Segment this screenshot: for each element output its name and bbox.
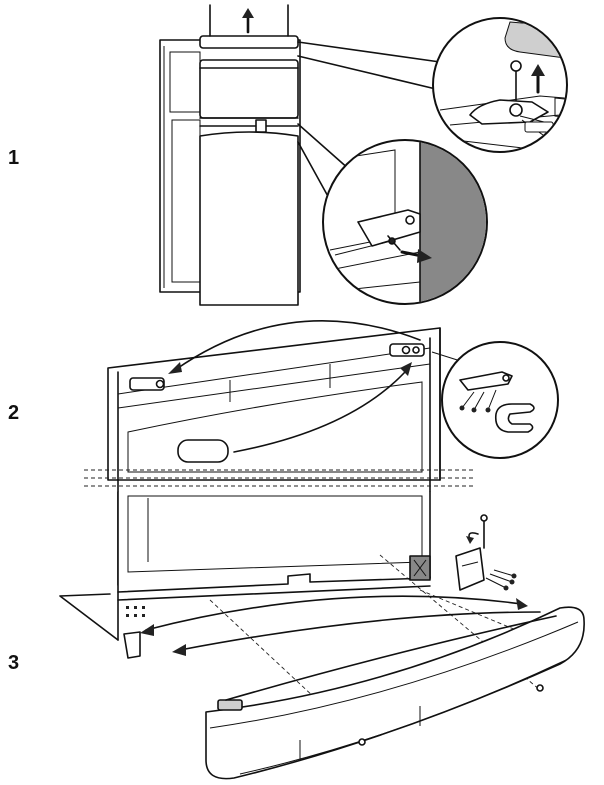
top-hinge-detail: [432, 17, 568, 153]
step-3-number: 3: [8, 652, 20, 674]
step-2-number: 2: [8, 402, 20, 424]
step-1-number: 1: [8, 147, 20, 169]
step-1-fridge-illustration: [159, 4, 441, 306]
step-2-door-illustration: [107, 320, 471, 586]
vent-holes: [126, 606, 145, 617]
step-3-base-illustration: [59, 491, 585, 780]
lift-arrow-icon: [242, 8, 254, 34]
hinge-bracket-detail: [441, 341, 559, 459]
pull-arrow-icon: [400, 249, 432, 263]
middle-hinge-detail: [322, 139, 488, 305]
up-arrow-icon: [531, 64, 545, 94]
section-break-lines: [84, 469, 474, 487]
